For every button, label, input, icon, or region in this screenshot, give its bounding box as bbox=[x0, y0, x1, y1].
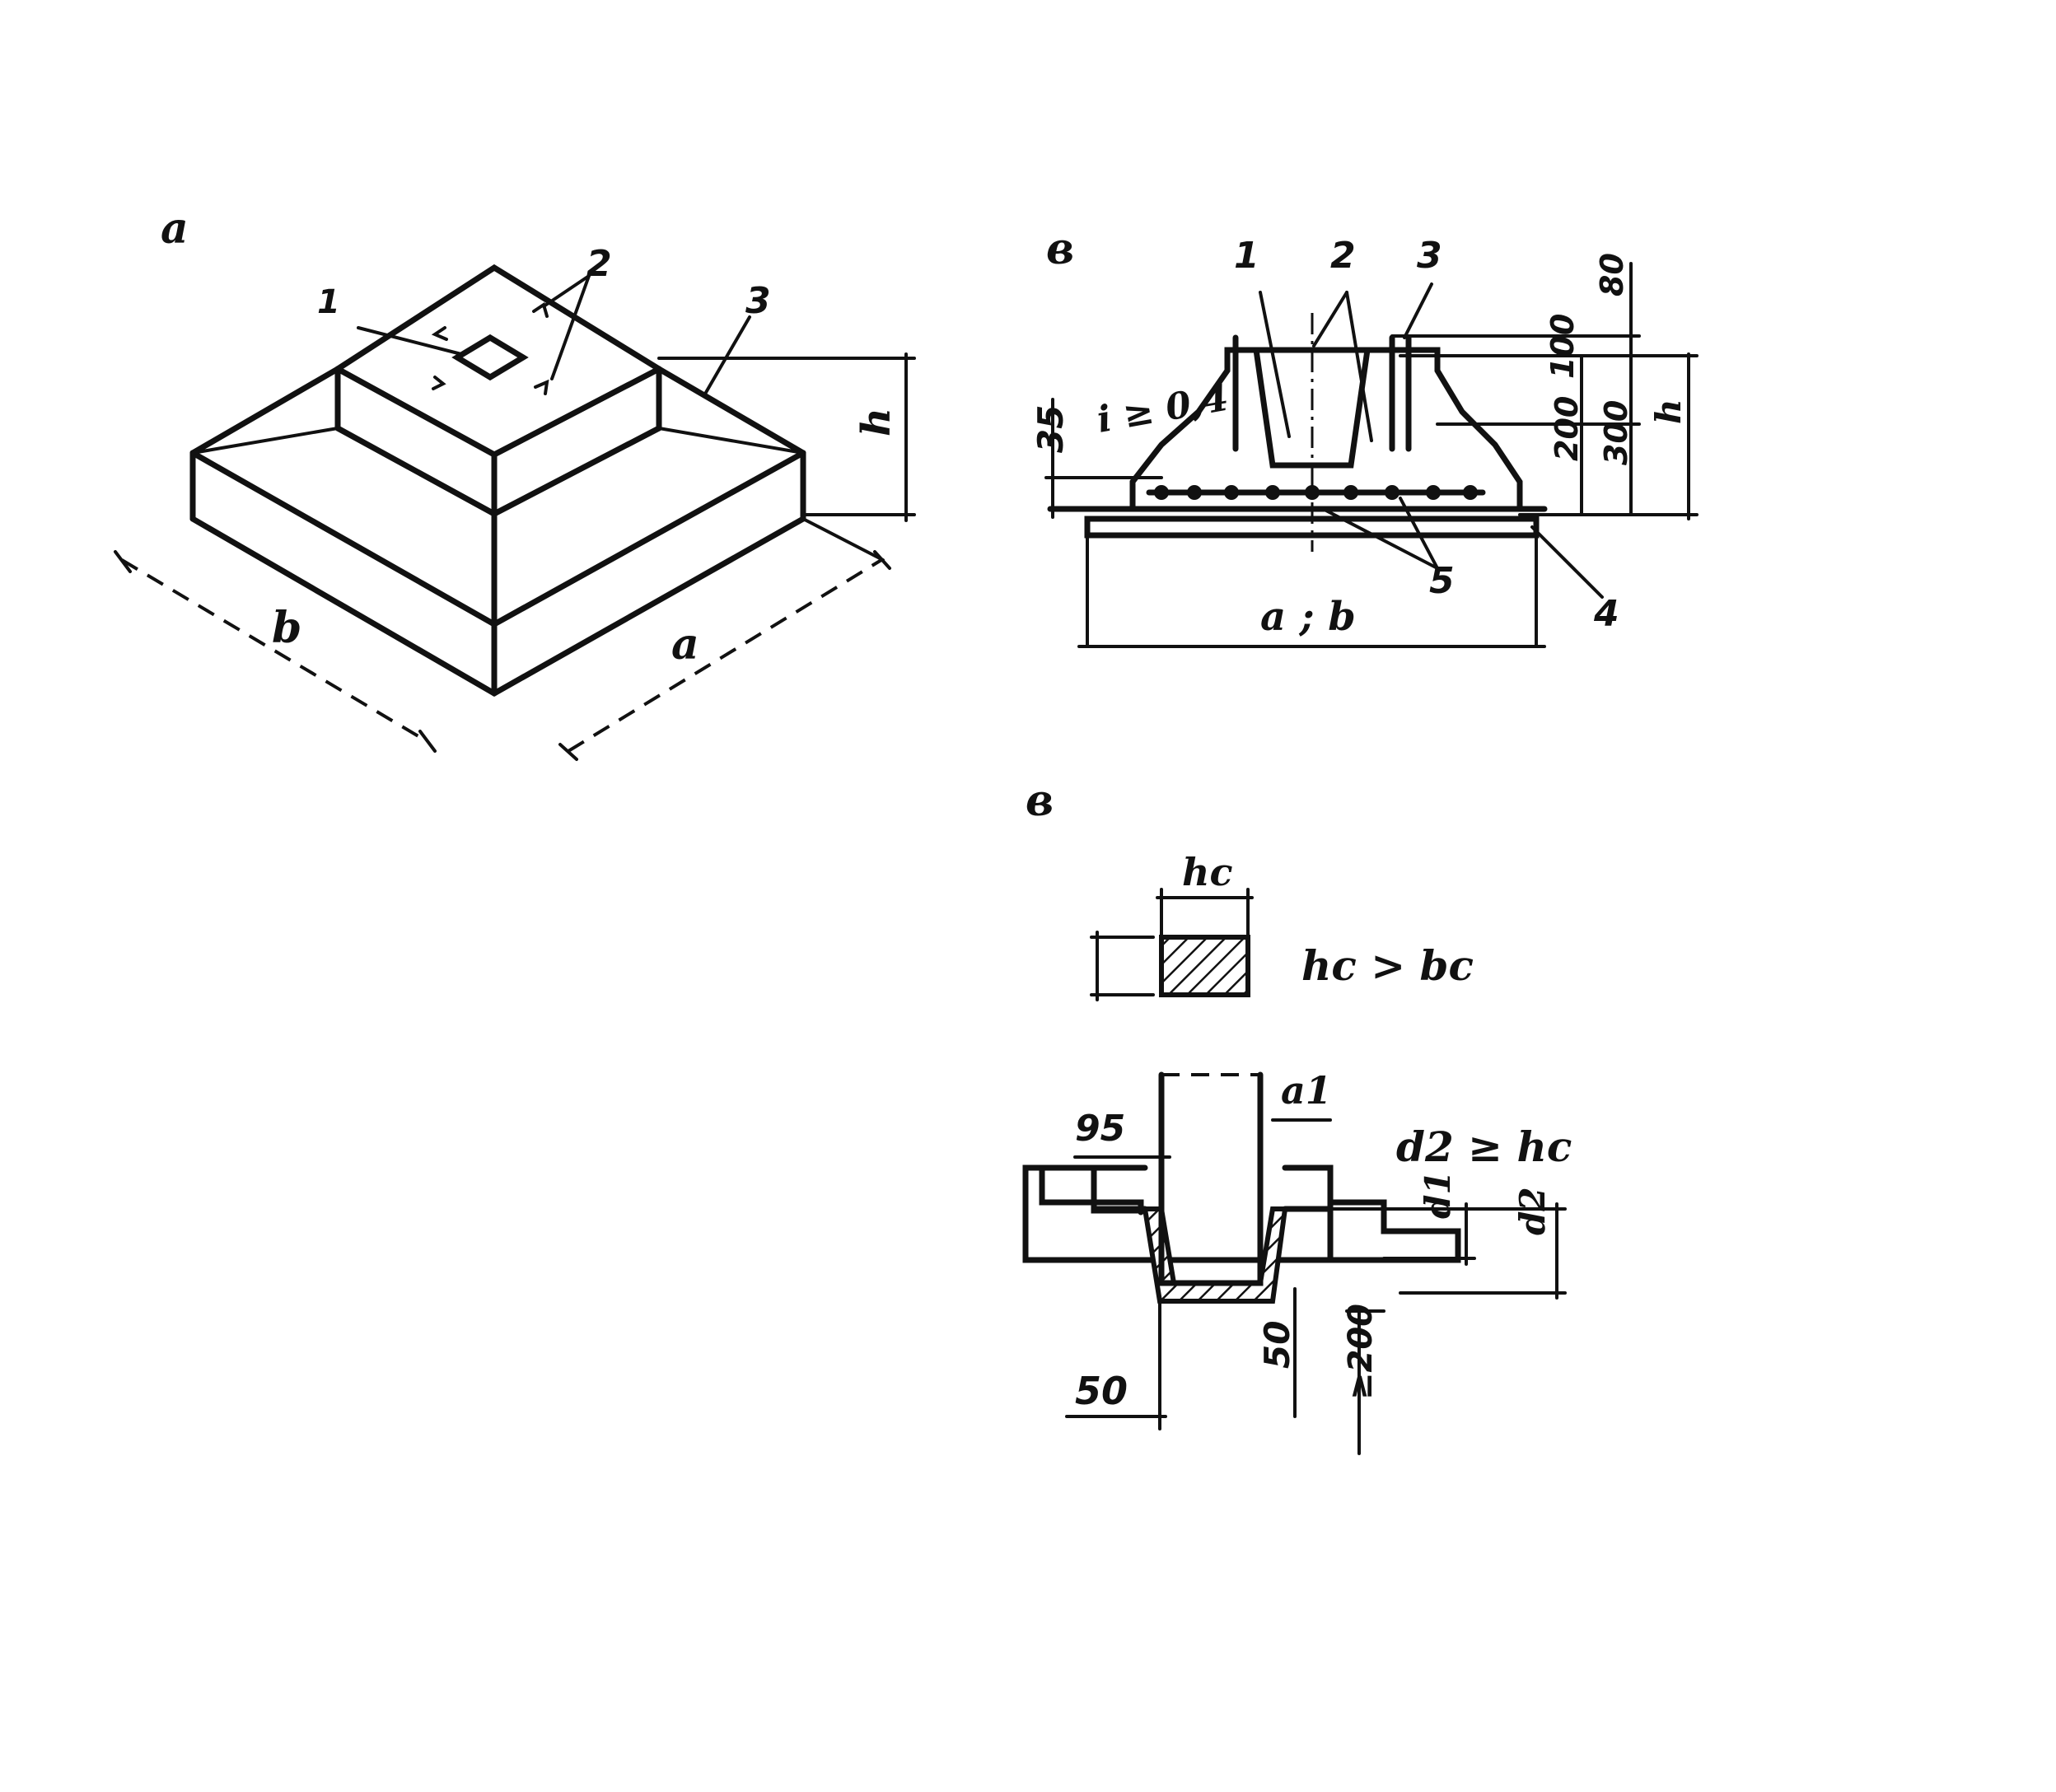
base-back-left-edge bbox=[189, 366, 341, 456]
callout-3-leader bbox=[703, 315, 751, 397]
panel-c-socket-detail: в hc hc > bc 95 a1 d2 ≥ hc bbox=[1022, 776, 1572, 1455]
leader-b-1 bbox=[1259, 291, 1291, 438]
grout-fill bbox=[1142, 1206, 1288, 1304]
dim-a-label: a bbox=[671, 619, 699, 670]
base-back-right-edge bbox=[656, 366, 806, 456]
dim-d1-label: d1 bbox=[1418, 1170, 1458, 1219]
base-top-edge bbox=[189, 450, 806, 628]
dim-a-ext bbox=[801, 517, 885, 562]
footing-top-step bbox=[1091, 1164, 1148, 1214]
panel-a-isometric-footing: a 1 2 3 h b a bbox=[114, 203, 916, 761]
step-top-edge bbox=[334, 366, 662, 458]
dim-50-right-label: 50 bbox=[1257, 1321, 1297, 1369]
step-bottom-edge bbox=[334, 425, 662, 517]
callout-1-leader bbox=[357, 326, 463, 356]
base-bottom-edge bbox=[189, 516, 806, 698]
slope-label: i ≥ 0,4 bbox=[1094, 377, 1231, 441]
dim-b-tick-1 bbox=[114, 550, 132, 573]
callout-2-leader-a bbox=[542, 274, 591, 308]
socket-mark-1 bbox=[431, 326, 448, 341]
dim-ab-label: a ; b bbox=[1260, 594, 1356, 640]
leader-b-4 bbox=[1530, 525, 1604, 599]
dim-35-label: 35 bbox=[1030, 405, 1071, 453]
dim-a-tick-1 bbox=[558, 743, 578, 761]
dim-200-label: ≥200 bbox=[1342, 1304, 1380, 1400]
leader-b-2b bbox=[1345, 291, 1373, 442]
bedding-layer bbox=[1084, 516, 1540, 539]
panel-a-label: a bbox=[161, 203, 189, 254]
dim-300-label: 300 bbox=[1598, 400, 1634, 465]
callout-b-3: 3 bbox=[1417, 235, 1442, 277]
condition-d2-hc: d2 ≥ hc bbox=[1396, 1122, 1572, 1171]
dim-a1-label: a1 bbox=[1281, 1068, 1332, 1113]
panel-b-section: в a ; b 1 2 3 4 5 bbox=[1030, 224, 1699, 648]
dim-80-label: 80 bbox=[1594, 253, 1630, 296]
leader-b-3 bbox=[1403, 282, 1433, 339]
hc-label: hc bbox=[1182, 850, 1232, 894]
column-socket bbox=[451, 334, 529, 381]
dim-b-label: b bbox=[272, 603, 301, 653]
stepped-footing-outline bbox=[1022, 1164, 1461, 1263]
chamfer-left bbox=[191, 427, 339, 455]
dim-b-tick-2 bbox=[418, 730, 437, 753]
dim-95-label: 95 bbox=[1075, 1108, 1125, 1150]
socket-wall-right bbox=[1282, 1206, 1334, 1263]
dim-100-label: 100 bbox=[1544, 314, 1581, 379]
dim-h-b-label: h bbox=[1648, 399, 1689, 424]
callout-1: 1 bbox=[317, 283, 340, 321]
socket-mark-3 bbox=[432, 376, 446, 390]
panel-c-label: в bbox=[1026, 776, 1054, 826]
column-in-socket bbox=[1158, 1071, 1264, 1286]
leader-b-5a bbox=[1325, 509, 1439, 570]
footing-outline bbox=[1129, 347, 1523, 512]
callout-2-leader-b bbox=[550, 274, 591, 380]
dim-h-label: h bbox=[853, 408, 900, 436]
socket-mark-4 bbox=[534, 379, 549, 395]
rebar-dots bbox=[1154, 485, 1478, 500]
callout-b-2: 2 bbox=[1330, 235, 1356, 277]
leader-b-5b bbox=[1399, 497, 1439, 570]
column-cross-section bbox=[1159, 935, 1250, 997]
condition-hc-bc: hc > bc bbox=[1301, 941, 1474, 990]
leader-b-2a bbox=[1312, 291, 1348, 348]
callout-2: 2 bbox=[586, 243, 612, 285]
dim-a-line bbox=[567, 558, 883, 753]
callout-b-4: 4 bbox=[1593, 593, 1619, 635]
panel-b-label: в bbox=[1046, 224, 1074, 274]
dim-50-left-label: 50 bbox=[1075, 1369, 1128, 1413]
dim-200-label: 200 bbox=[1549, 396, 1585, 461]
callout-b-1: 1 bbox=[1234, 235, 1259, 277]
dim-d2-label: d2 bbox=[1512, 1187, 1553, 1235]
chamfer-right bbox=[657, 427, 805, 455]
callout-3: 3 bbox=[745, 280, 771, 322]
